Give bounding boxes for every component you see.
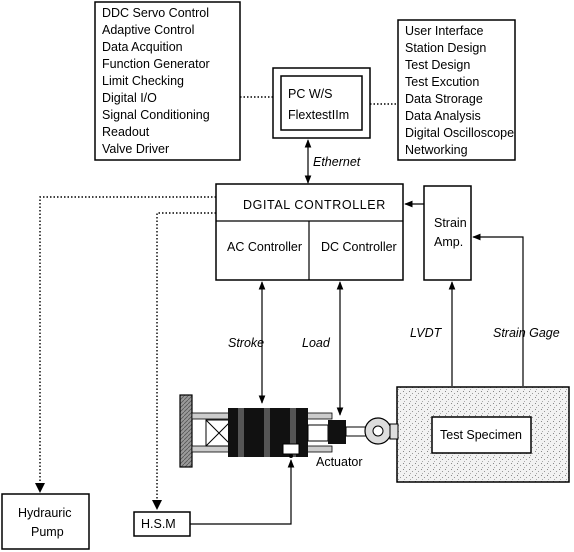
digital-controller-title: DGITAL CONTROLLER [243,198,386,212]
hsm-to-actuator-arrow [190,459,295,525]
software-item: User Interface [405,24,484,38]
software-item: Test Design [405,58,470,72]
servo-item: Readout [102,125,150,139]
lvdt-label: LVDT [410,326,443,340]
servo-item: DDC Servo Control [102,6,209,20]
servo-item: Adaptive Control [102,23,194,37]
ac-controller-label: AC Controller [227,240,302,254]
hsm-box: H.S.M [133,511,191,537]
straingage-label: Strain Gage [493,326,560,340]
hydraulic-pump-box: Hydrauric Pump [1,493,90,550]
software-item: Station Design [405,41,486,55]
pc-label-2: FlextestIIm [288,108,349,122]
test-specimen-area: Test Specimen [396,386,570,483]
pc-workstation: PC W/S FlextestIIm [272,67,371,139]
dc-controller-label: DC Controller [321,240,397,254]
pump-label-2: Pump [31,525,64,539]
servo-item: Digital I/O [102,91,157,105]
software-item: Digital Oscilloscope [405,126,514,140]
stroke-label: Stroke [228,336,264,350]
software-item: Data Analysis [405,109,481,123]
hsm-arrowhead [152,500,162,510]
digital-controller: DGITAL CONTROLLER AC Controller DC Contr… [215,183,404,281]
ethernet-label: Ethernet [313,155,361,169]
actuator-label: Actuator [316,455,363,469]
straingage-arrow [472,233,524,386]
servo-item: Valve Driver [102,142,169,156]
pc-label-1: PC W/S [288,87,332,101]
software-item: Data Strorage [405,92,483,106]
servo-item: Signal Conditioning [102,108,210,122]
strain-amp-label-1: Strain [434,216,467,230]
load-label: Load [302,336,331,350]
servo-item: Data Acquition [102,40,183,54]
strain-amp: Strain Amp. [423,185,472,281]
controller-to-hsm-connector [156,212,216,508]
servo-item: Limit Checking [102,74,184,88]
servo-functions-box: DDC Servo Control Adaptive Control Data … [94,1,241,161]
servo-item: Function Generator [102,57,210,71]
test-specimen-label: Test Specimen [440,428,522,442]
strain-amp-label-2: Amp. [434,235,463,249]
controller-to-pump-connector [39,196,216,491]
hsm-label: H.S.M [141,517,176,531]
pump-label-1: Hydrauric [18,506,72,520]
software-item: Test Excution [405,75,479,89]
actuator-assembly [179,394,399,468]
software-functions-box: User Interface Station Design Test Desig… [397,19,516,161]
software-item: Networking [405,143,468,157]
pump-arrowhead [35,483,45,493]
